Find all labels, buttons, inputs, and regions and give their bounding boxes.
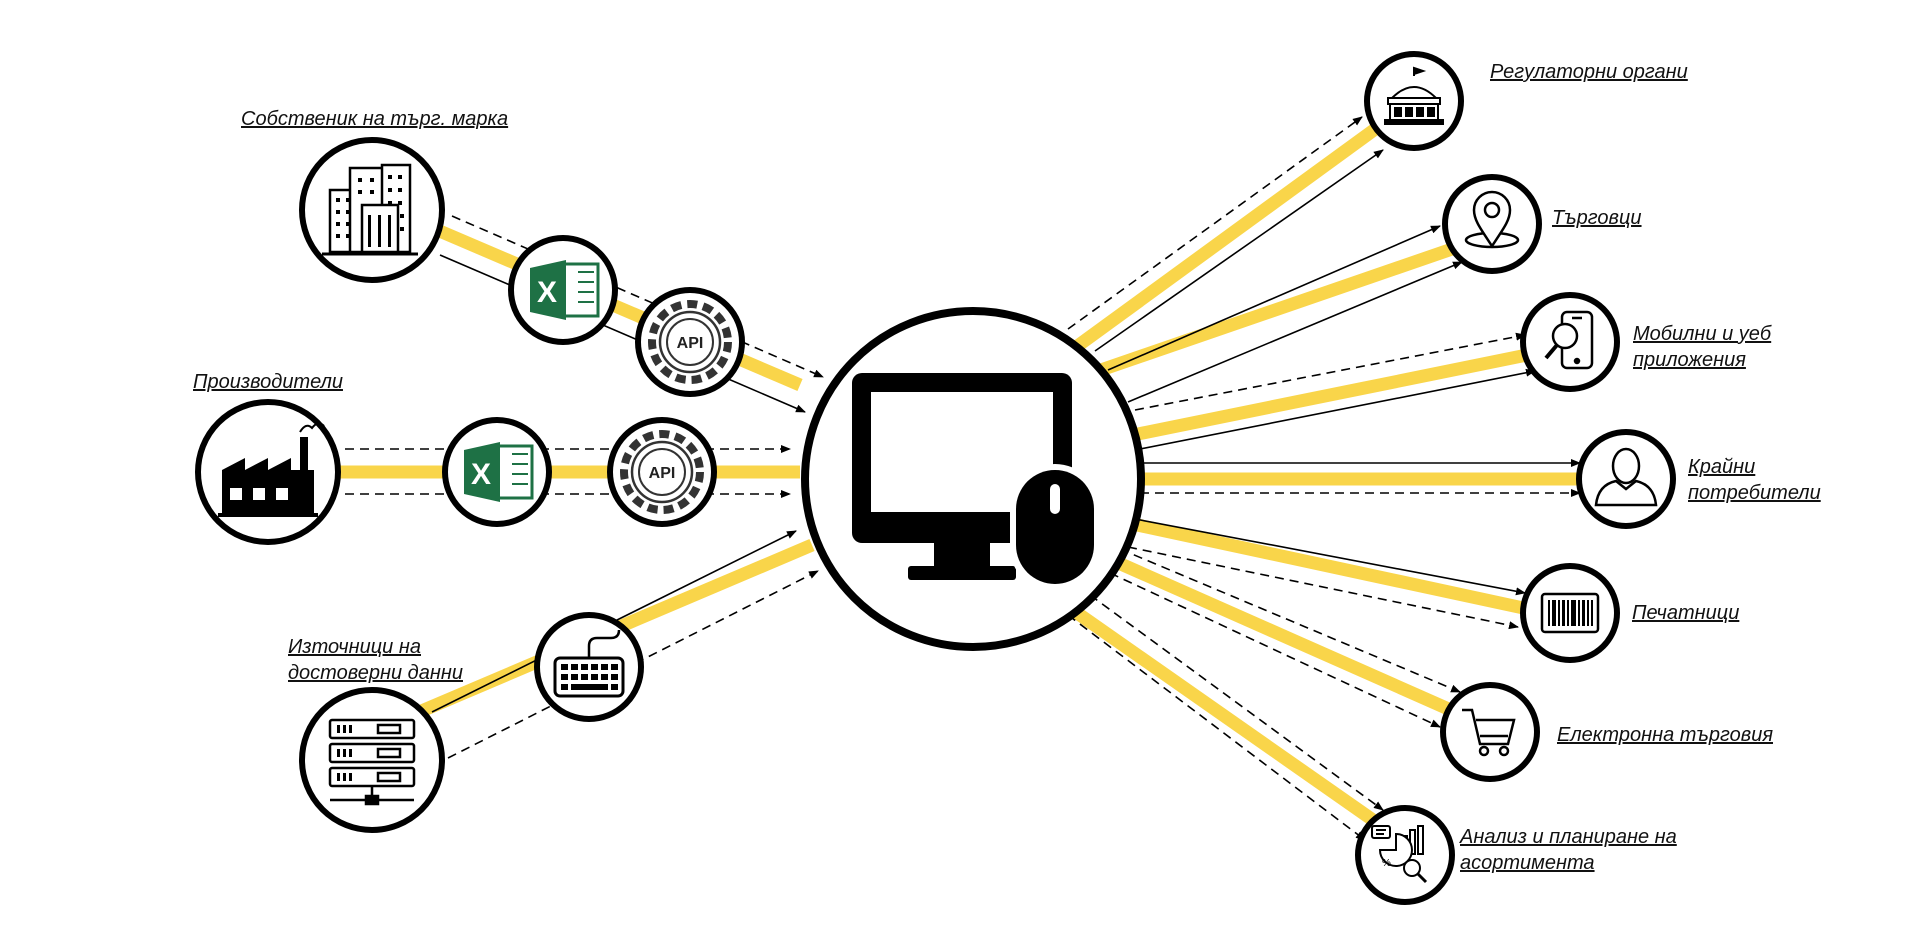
target-label-line-2: приложения: [1633, 349, 1746, 371]
source-reliable-data: Източници на достоверни данни: [288, 636, 463, 833]
excel-icon: X: [530, 260, 600, 320]
target-consumers: Крайни потребители: [1576, 429, 1821, 529]
target-apps: Мобилни и уеб приложения: [1520, 292, 1772, 392]
analytics-icon: %: [1371, 825, 1428, 884]
target-ecommerce: Електронна търговия: [1440, 682, 1773, 782]
target-label-line-1: Мобилни и уеб: [1633, 323, 1772, 345]
api-gear-icon: API: [648, 300, 732, 384]
api-text: API: [677, 335, 704, 352]
excel-letter: X: [537, 276, 557, 309]
target-printers: Печатници: [1520, 563, 1739, 663]
target-regulators: Регулаторни органи: [1364, 51, 1688, 151]
source-label-line-2: достоверни данни: [288, 662, 463, 684]
target-label: Електронна търговия: [1557, 724, 1773, 746]
svg-text:%: %: [1382, 858, 1391, 869]
buildings-icon: [322, 163, 418, 256]
keyboard-icon: [553, 629, 625, 698]
target-label: Печатници: [1632, 602, 1739, 624]
source-manufacturers: Производители: [193, 371, 343, 545]
target-label-line-1: Крайни: [1688, 456, 1755, 478]
connector-excel-2: X: [442, 417, 552, 527]
connector-excel-1: X: [508, 235, 618, 345]
source-label-line-1: Източници на: [288, 636, 421, 658]
location-pin-icon: [1464, 190, 1520, 249]
target-label: Търговци: [1552, 207, 1642, 229]
hub-computer: [801, 307, 1145, 651]
government-building-icon: [1384, 66, 1444, 125]
factory-icon: [218, 422, 325, 517]
source-label: Производители: [193, 371, 343, 393]
target-label-line-2: асортимента: [1460, 852, 1595, 874]
api-gear-icon: API: [620, 430, 704, 514]
connector-api-1: API: [635, 287, 745, 397]
user-icon: [1594, 447, 1658, 507]
shopping-cart-icon: [1462, 708, 1516, 757]
highlight-bands: [250, 121, 1588, 831]
api-text: API: [649, 465, 676, 482]
target-analysis: % Анализ и планиране на асортимента: [1355, 805, 1677, 905]
source-label: Собственик на търг. марка: [241, 108, 508, 130]
source-brand-owner: Собственик на търг. марка: [241, 108, 508, 283]
target-label: Регулаторни органи: [1490, 61, 1688, 83]
connector-api-2: API: [607, 417, 717, 527]
barcode-icon: [1540, 592, 1600, 634]
excel-letter: X: [471, 458, 491, 491]
monitor-mouse-icon: [852, 373, 1100, 592]
connector-keyboard: [534, 612, 644, 722]
excel-icon: X: [464, 442, 534, 502]
phone-search-icon: [1544, 310, 1594, 370]
target-label-line-1: Анализ и планиране на: [1459, 826, 1677, 848]
target-label-line-2: потребители: [1688, 482, 1821, 504]
target-retailers: Търговци: [1442, 174, 1642, 274]
server-icon: [328, 718, 416, 806]
